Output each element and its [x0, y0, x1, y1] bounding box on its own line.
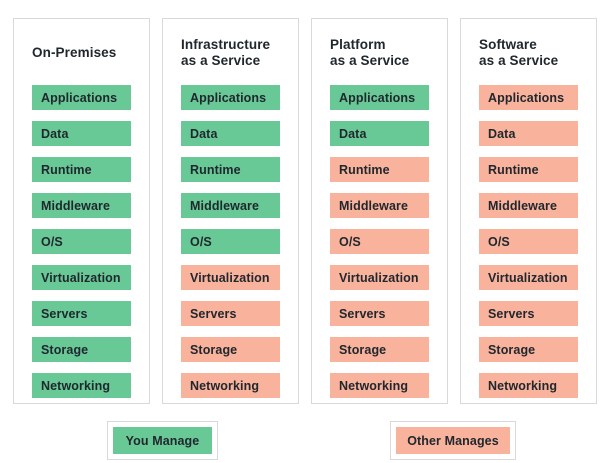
layer-data: Data: [330, 121, 429, 146]
layer-middleware: Middleware: [479, 193, 578, 218]
legend-other-manages-swatch: Other Manages: [396, 427, 510, 454]
layer-servers: Servers: [181, 301, 280, 326]
layer-servers: Servers: [330, 301, 429, 326]
column-title-line: Platform: [330, 37, 386, 52]
column-title-line: On-Premises: [32, 45, 117, 60]
layer-runtime: Runtime: [479, 157, 578, 182]
layer-virtualization: Virtualization: [330, 265, 429, 290]
layer-o-s: O/S: [330, 229, 429, 254]
legend-you-manage: You Manage: [107, 421, 218, 460]
column-title-line: Infrastructure: [181, 37, 271, 52]
layer-runtime: Runtime: [181, 157, 280, 182]
layer-data: Data: [479, 121, 578, 146]
layer-middleware: Middleware: [330, 193, 429, 218]
layer-data: Data: [181, 121, 280, 146]
layer-applications: Applications: [330, 85, 429, 110]
layer-o-s: O/S: [479, 229, 578, 254]
layer-networking: Networking: [181, 373, 280, 398]
layer-storage: Storage: [330, 337, 429, 362]
layer-o-s: O/S: [181, 229, 280, 254]
column-title-line: Software: [479, 37, 537, 52]
layer-middleware: Middleware: [181, 193, 280, 218]
layer-networking: Networking: [479, 373, 578, 398]
layer-applications: Applications: [479, 85, 578, 110]
column-title-line: as a Service: [330, 53, 410, 68]
layer-servers: Servers: [479, 301, 578, 326]
layer-o-s: O/S: [32, 229, 131, 254]
column-title: On-Premises: [32, 31, 131, 75]
layer-networking: Networking: [330, 373, 429, 398]
layer-data: Data: [32, 121, 131, 146]
column-title-line: as a Service: [479, 53, 559, 68]
layer-runtime: Runtime: [330, 157, 429, 182]
layer-networking: Networking: [32, 373, 131, 398]
column-title-line: as a Service: [181, 53, 261, 68]
layer-middleware: Middleware: [32, 193, 131, 218]
layer-virtualization: Virtualization: [479, 265, 578, 290]
layer-servers: Servers: [32, 301, 131, 326]
layer-runtime: Runtime: [32, 157, 131, 182]
legend-other-manages: Other Manages: [390, 421, 516, 460]
legend-you-manage-swatch: You Manage: [113, 427, 212, 454]
layer-virtualization: Virtualization: [32, 265, 131, 290]
layer-virtualization: Virtualization: [181, 265, 280, 290]
layer-storage: Storage: [32, 337, 131, 362]
layer-storage: Storage: [181, 337, 280, 362]
layer-applications: Applications: [32, 85, 131, 110]
layer-applications: Applications: [181, 85, 280, 110]
layer-storage: Storage: [479, 337, 578, 362]
